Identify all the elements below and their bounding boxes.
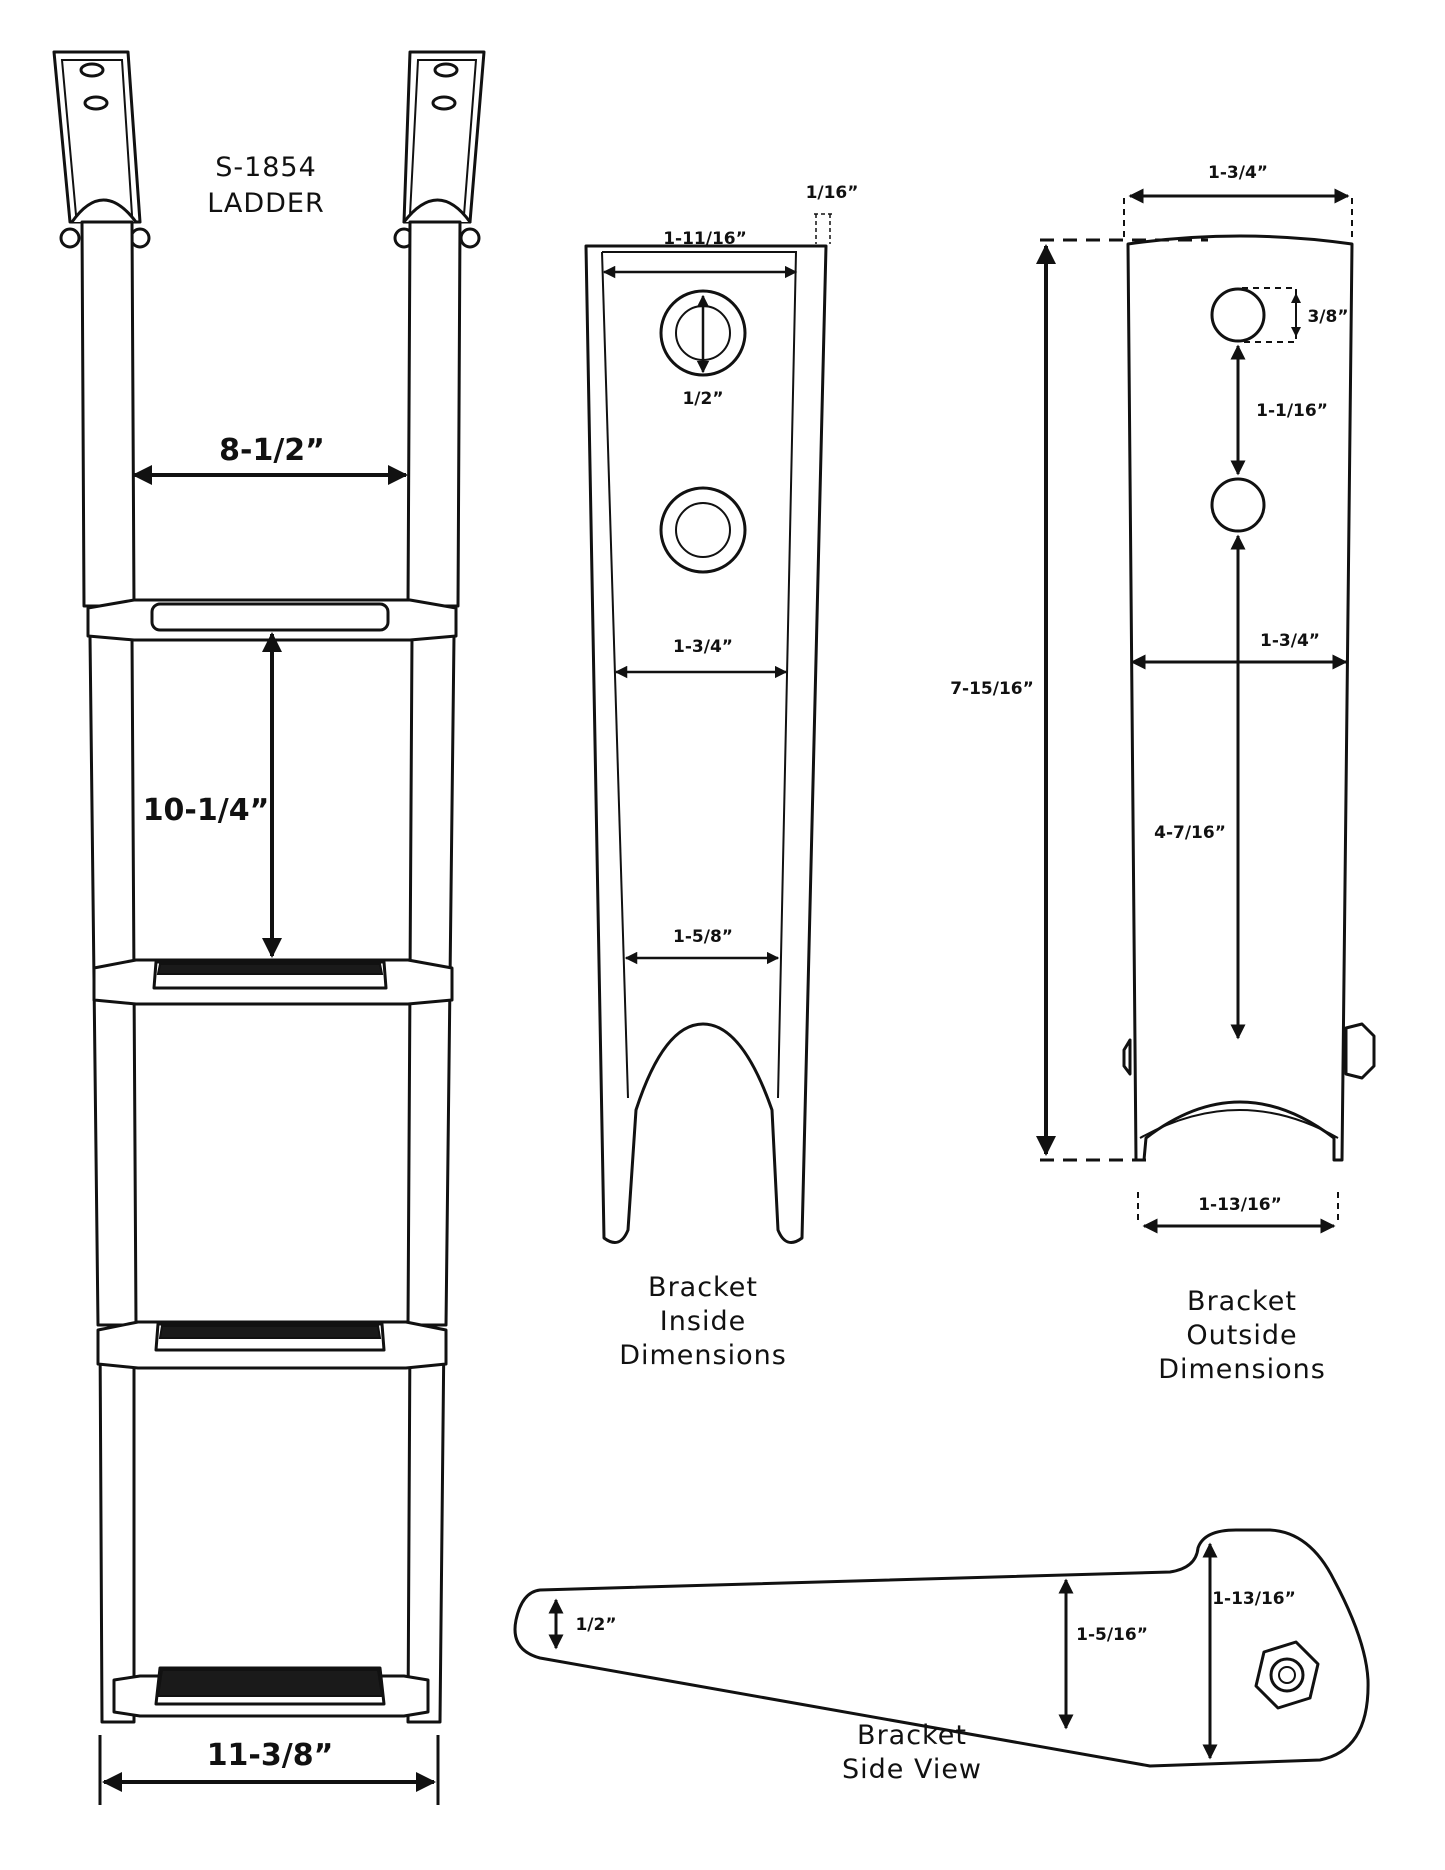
bracket-inside-body [584, 244, 828, 1244]
bracket-side-caption-2: Side View [842, 1754, 982, 1785]
bracket-outside-caption-2: Outside [1186, 1320, 1297, 1351]
ladder-view: S-1854 LADDER 8-1/2” 10-1/4” 11-3/8” [52, 50, 486, 1805]
bracket-outside-mid-width-label: 1-3/4” [1260, 631, 1320, 651]
bracket-outside-hole-label: 3/8” [1307, 307, 1348, 327]
bracket-outside-caption-1: Bracket [1187, 1286, 1297, 1317]
bracket-outside-body [1126, 234, 1354, 1162]
bracket-side-view: 1/2” 1-5/16” 1-13/16” Bracket Side View [513, 1528, 1370, 1785]
ladder-step-2 [96, 1320, 448, 1370]
ladder-top-rung [86, 598, 458, 642]
bracket-outside-bottom-width-label: 1-13/16” [1198, 1195, 1282, 1215]
bracket-side-tip-label: 1/2” [575, 1615, 616, 1635]
hex-nut-icon [1254, 1640, 1320, 1710]
ladder-bottom-width-label: 11-3/8” [207, 1738, 334, 1773]
bracket-side-caption-1: Bracket [857, 1720, 967, 1751]
bracket-inside-lower-width-label: 1-5/8” [673, 927, 733, 947]
bracket-outside-height-label: 7-15/16” [950, 679, 1034, 699]
bracket-inside-top-width-label: 1-11/16” [663, 229, 747, 249]
bracket-inside-caption-2: Inside [660, 1306, 746, 1337]
ladder-step-1 [92, 958, 454, 1006]
bracket-outside-upper-hole [1210, 287, 1266, 343]
bracket-outside-hole-spacing-label: 1-1/16” [1256, 401, 1328, 421]
bracket-inside-wall-label: 1/16” [806, 183, 859, 203]
bracket-side-body [513, 1528, 1370, 1768]
bracket-side-end-label: 1-13/16” [1212, 1589, 1296, 1609]
bracket-outside-top-width-label: 1-3/4” [1208, 163, 1268, 183]
ladder-name-label: LADDER [207, 188, 325, 219]
ladder-step-spacing-label: 10-1/4” [143, 793, 270, 828]
bracket-outside-lower-hole [1210, 477, 1266, 533]
ladder-left-bracket [52, 50, 151, 249]
bracket-outside-caption-3: Dimensions [1158, 1354, 1326, 1385]
ladder-step-3 [112, 1666, 430, 1718]
ladder-right-upper-rail [406, 220, 462, 608]
bracket-side-middle-label: 1-5/16” [1076, 1625, 1148, 1645]
ladder-left-upper-rail [80, 220, 136, 608]
bracket-inside-caption-1: Bracket [648, 1272, 758, 1303]
ladder-model-label: S-1854 [215, 152, 317, 183]
ladder-rung-spacing-label: 8-1/2” [219, 433, 325, 468]
bracket-outside-hole-to-base-label: 4-7/16” [1154, 823, 1226, 843]
bracket-inside-view: 1/16” 1-11/16” 1/2” 1-3/4” 1-5/8” Bracke… [584, 183, 859, 1371]
ladder-right-bracket [393, 50, 486, 249]
bracket-inside-caption-3: Dimensions [619, 1340, 787, 1371]
bracket-inside-hole-label: 1/2” [682, 389, 723, 409]
bracket-outside-view: 1-3/4” 3/8” 1-1/16” 7-15/16” 1-3/4” 4-7/… [950, 163, 1376, 1385]
bracket-inside-mid-width-label: 1-3/4” [673, 637, 733, 657]
